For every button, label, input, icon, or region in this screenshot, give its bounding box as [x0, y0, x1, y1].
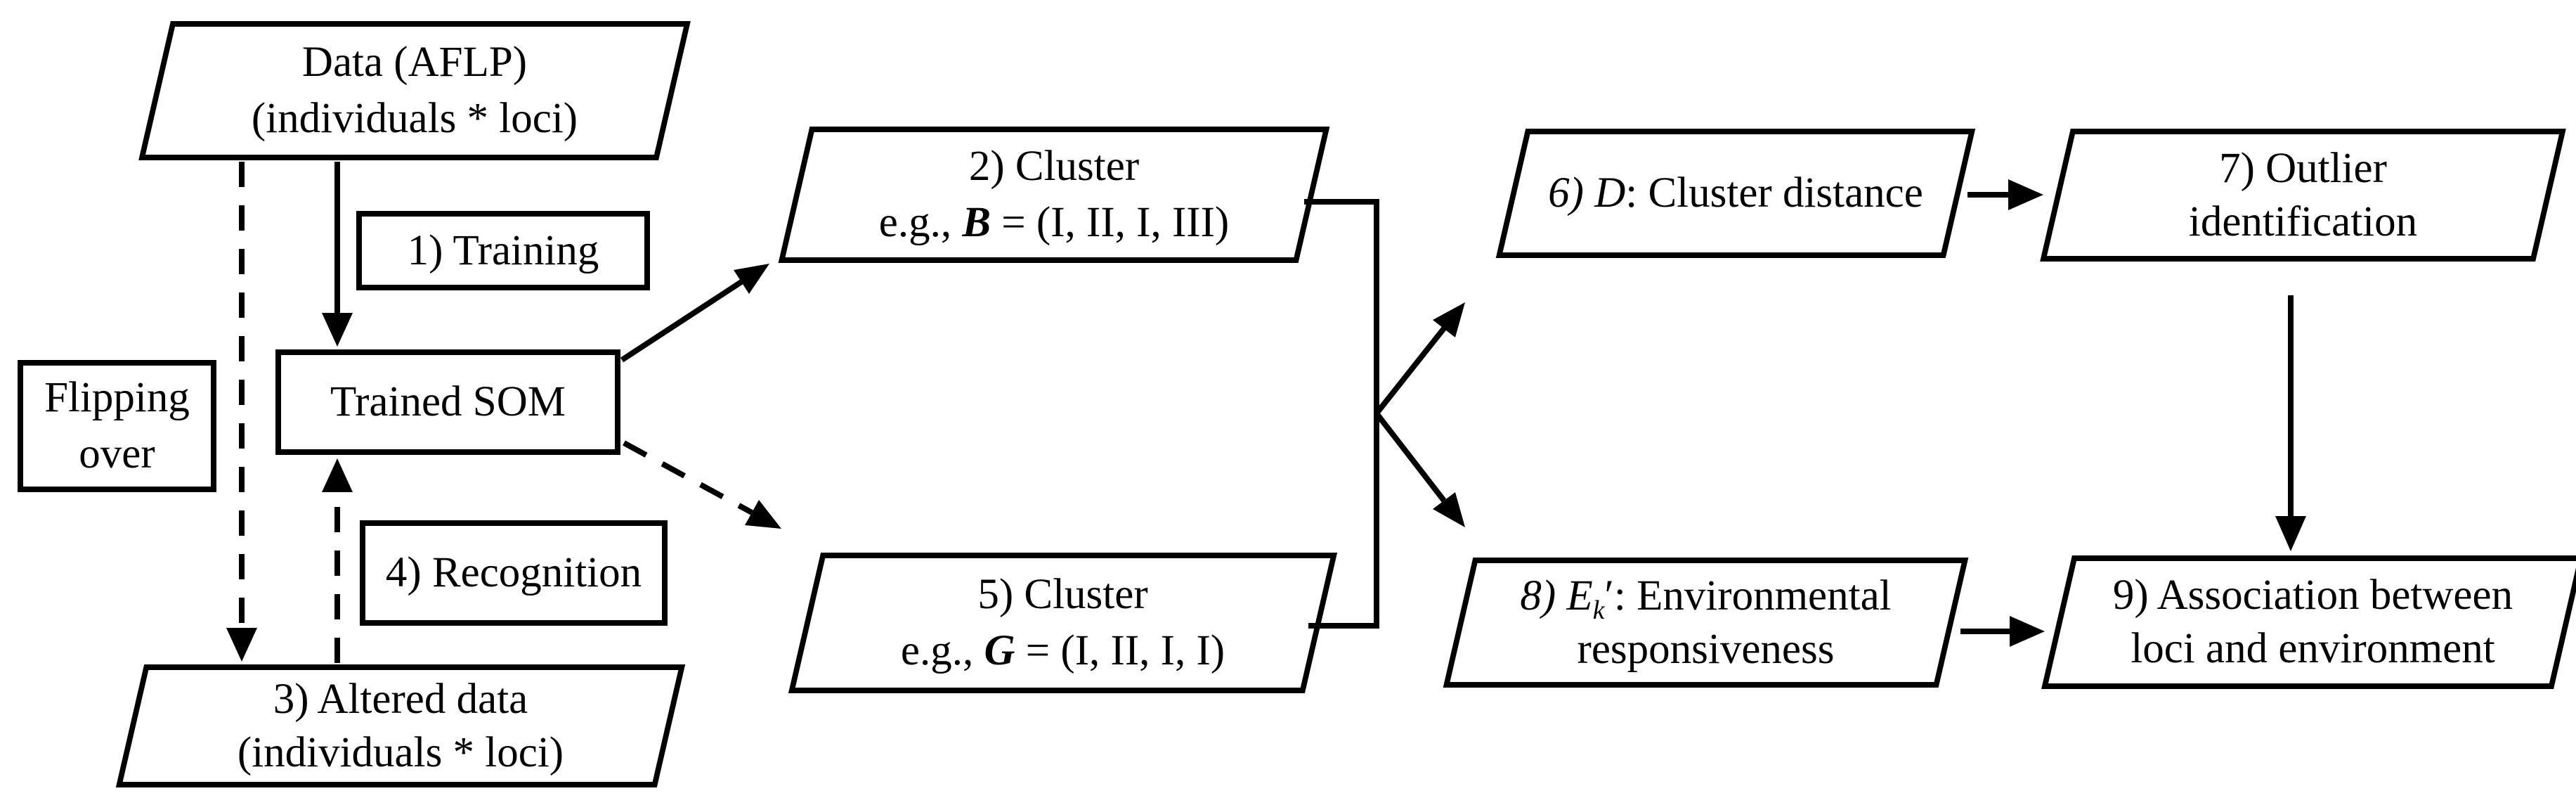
node-outlier-line1: 7) Outlier — [2219, 144, 2387, 192]
node-cluster-distance-text: 6) D: Cluster distance — [1511, 129, 1960, 258]
dashed-arrow-altered-data-to-trained-som — [322, 458, 353, 663]
env-subscript: k — [1592, 595, 1605, 625]
node-data-aflp-text: Data (AFLP) (individuals * loci) — [155, 21, 675, 160]
node-recognition-text: 4) Recognition — [360, 520, 668, 626]
node-flipping-over: Flipping over — [18, 360, 216, 492]
node-recognition-label: 4) Recognition — [385, 549, 642, 596]
rectangle-shape — [360, 520, 668, 626]
arrow-bracket-to-env-responsiveness — [1374, 411, 1465, 527]
node-outlier-line2: identification — [2188, 198, 2418, 245]
node-env-responsiveness-text: 8) Ek′: Environmental responsiveness — [1458, 558, 1953, 688]
node-outlier-text: 7) Outlier identification — [2055, 129, 2551, 262]
arrow-outlier-to-association — [2275, 295, 2306, 551]
cluster-distance-rest: : Cluster distance — [1625, 169, 1923, 217]
node-cluster-g-line2: e.g., G = (I, II, I, I) — [901, 623, 1225, 679]
node-trained-som-text: Trained SOM — [275, 349, 620, 455]
node-cluster-b-text: 2) Cluster e.g., B = (I, II, I, III) — [794, 127, 1314, 263]
node-recognition: 4) Recognition — [360, 520, 668, 626]
node-trained-som-label: Trained SOM — [330, 378, 566, 425]
arrow-cluster-distance-to-outlier — [1967, 179, 2043, 210]
node-cluster-b: 2) Cluster e.g., B = (I, II, I, III) — [778, 127, 1330, 263]
rectangle-shape — [356, 211, 650, 290]
node-altered-data-line2: (individuals * loci) — [237, 728, 564, 776]
rectangle-shape — [18, 360, 216, 492]
cluster-g-eg-prefix: e.g., — [900, 627, 984, 674]
dashed-arrow-trained-som-to-cluster-g — [623, 440, 781, 529]
node-altered-data-text: 3) Altered data (individuals * loci) — [130, 664, 671, 787]
node-trained-som: Trained SOM — [275, 349, 620, 455]
dashed-arrow-data-to-altered-data — [226, 162, 257, 662]
node-cluster-distance: 6) D: Cluster distance — [1495, 129, 1976, 258]
node-env-responsiveness-line1: 8) Ek′: Environmental — [1520, 569, 1892, 625]
node-training-label: 1) Training — [407, 226, 599, 274]
node-cluster-g-line1: 5) Cluster — [977, 571, 1148, 618]
node-cluster-g: 5) Cluster e.g., G = (I, II, I, I) — [788, 553, 1338, 693]
node-cluster-distance-line: 6) D: Cluster distance — [1548, 165, 1923, 221]
node-altered-data-line1: 3) Altered data — [273, 675, 528, 723]
node-training-text: 1) Training — [356, 211, 650, 290]
cluster-b-eg-rest: = (I, II, I, III) — [991, 199, 1230, 246]
node-data-aflp-line1: Data (AFLP) — [301, 39, 528, 86]
node-association-line1: 9) Association between — [2112, 572, 2513, 619]
arrow-data-to-trained-som — [322, 162, 353, 347]
node-env-responsiveness: 8) Ek′: Environmental responsiveness — [1443, 558, 1969, 688]
node-cluster-b-line2: e.g., B = (I, II, I, III) — [879, 195, 1230, 251]
cluster-distance-num-var: 6) D — [1548, 169, 1626, 217]
cluster-g-variable: G — [984, 627, 1015, 674]
node-association-text: 9) Association between loci and environm… — [2057, 555, 2569, 689]
node-altered-data: 3) Altered data (individuals * loci) — [115, 664, 686, 787]
env-rest: : Environmental — [1613, 572, 1892, 619]
arrow-bracket-to-cluster-distance — [1374, 302, 1465, 416]
node-flipping-over-text: Flipping over — [18, 360, 216, 492]
node-association-line2: loci and environment — [2131, 625, 2495, 672]
arrow-env-responsiveness-to-association — [1960, 616, 2045, 647]
node-cluster-g-text: 5) Cluster e.g., G = (I, II, I, I) — [805, 553, 1321, 693]
env-prime: ′ — [1604, 572, 1614, 619]
node-cluster-b-line1: 2) Cluster — [968, 143, 1140, 190]
node-association: 9) Association between loci and environm… — [2041, 555, 2576, 689]
node-env-responsiveness-line2: responsiveness — [1577, 625, 1835, 673]
rectangle-shape — [275, 349, 620, 455]
node-data-aflp-line2: (individuals * loci) — [251, 95, 578, 142]
node-training: 1) Training — [356, 211, 650, 290]
env-num-var: 8) E — [1520, 572, 1593, 619]
node-flipping-over-line1: Flipping — [44, 374, 190, 421]
cluster-b-eg-prefix: e.g., — [878, 199, 963, 246]
cluster-g-eg-rest: = (I, II, I, I) — [1015, 627, 1225, 674]
node-outlier: 7) Outlier identification — [2040, 129, 2566, 262]
node-flipping-over-line2: over — [79, 430, 155, 477]
node-data-aflp: Data (AFLP) (individuals * loci) — [138, 21, 691, 160]
cluster-b-variable: B — [962, 199, 991, 246]
